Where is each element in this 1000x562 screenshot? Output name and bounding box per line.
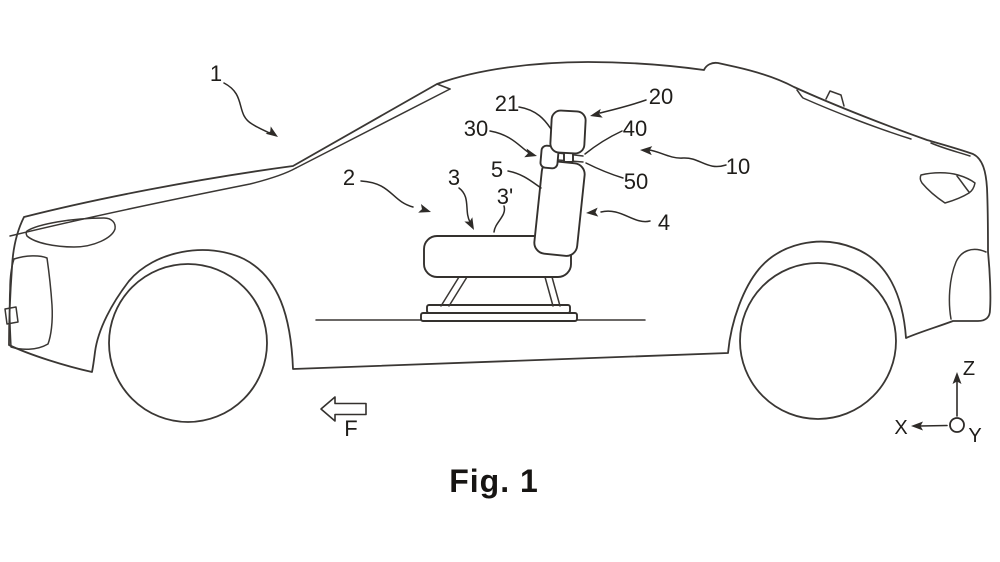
axis-origin-circle [949,417,965,433]
seat-backrest [533,160,586,257]
seat-headrest [549,109,587,155]
leader-1 [223,82,272,135]
rear-window-inner-line [796,89,912,140]
x-axis-label: X [894,417,907,439]
seat-rail-lower [420,312,578,322]
x-axis-line [919,424,948,427]
leader-50 [585,162,624,179]
seat-assembly-group [420,109,587,322]
ref-label-21: 21 [495,91,519,116]
leader-lines-group [223,82,727,233]
headlight-outline [25,217,116,248]
arrowhead-10 [640,146,653,156]
x-axis-arrowhead [911,421,923,431]
leader-2 [360,180,414,208]
beltline [9,167,297,237]
force-label: F [344,416,357,441]
ref-label-3-prime: 3' [497,184,513,209]
force-arrow-group: F [320,396,367,441]
kidney-grille-outline [8,255,53,350]
ref-label-50: 50 [624,169,648,194]
leader-40 [584,130,623,155]
arrowhead-3 [464,217,474,230]
leader-4 [600,210,651,223]
taillight-inner-line [956,175,970,193]
front-fascia-notch [4,306,19,325]
z-axis-label: Z [963,358,975,380]
leader-21 [518,106,552,130]
ref-label-20: 20 [649,84,673,109]
front-wheel-circle [108,263,268,423]
ref-label-30: 30 [464,116,488,141]
vehicle-outline-group [4,61,992,423]
arrowhead-1 [265,126,278,137]
seat-leg-front [440,276,468,307]
ref-label-1: 1 [210,61,222,86]
arrowhead-4 [586,207,599,217]
rear-window-trim-bump [825,90,845,107]
arrowhead-2 [418,204,431,213]
ref-label-5: 5 [491,157,503,182]
leader-5 [507,170,542,189]
leader-3-prime [493,205,506,233]
leader-3 [458,187,471,223]
ref-label-4: 4 [658,210,670,235]
rear-wheel-circle [739,262,897,420]
z-axis-arrowhead [952,372,962,384]
decklid-spoiler-line [930,142,971,157]
rear-bumper-crease [948,248,987,320]
leader-20 [599,99,647,114]
taillight-outline [919,172,976,204]
reference-labels-group: 1 2 3 3' 5 21 30 20 40 50 10 4 [210,61,750,235]
leader-10 [648,149,727,168]
figure-caption: Fig. 1 [449,463,539,499]
ref-label-3: 3 [448,165,460,190]
arrowhead-20 [590,108,603,118]
seat-rail-upper [426,304,571,314]
y-axis-label: Y [968,425,981,447]
coordinate-axes-group: Z X Y [894,358,981,447]
ref-label-10: 10 [726,154,750,179]
ref-label-2: 2 [343,165,355,190]
leader-30 [489,130,529,153]
windshield-pillar-inner-line [295,88,451,169]
car-body-outline [8,61,992,373]
arrowhead-30 [524,148,537,158]
force-direction-arrow-icon [320,396,367,422]
windshield-pillar-top-edge [436,83,451,90]
seat-leg-rear [544,276,561,307]
ref-label-40: 40 [623,116,647,141]
